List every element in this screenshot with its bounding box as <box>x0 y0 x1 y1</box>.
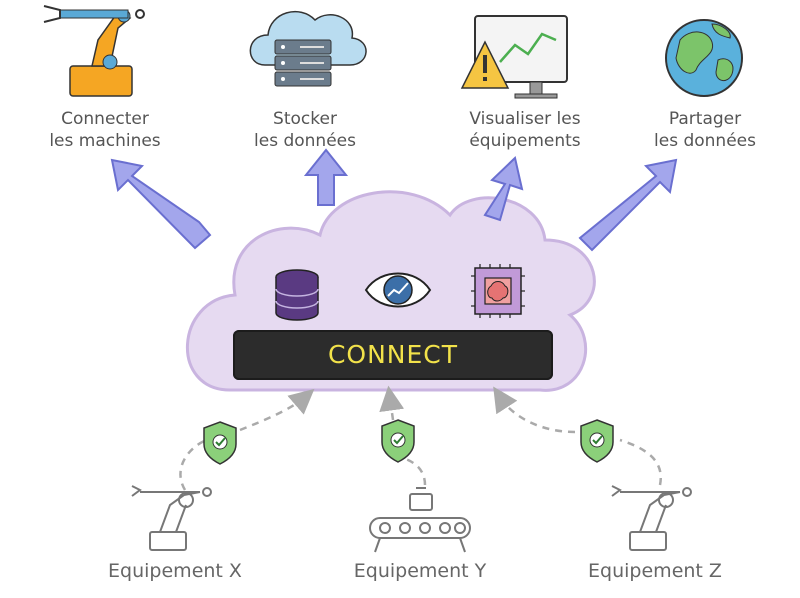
eye-chart-icon <box>364 272 432 308</box>
equipment-label-x: Equipement X <box>108 560 242 582</box>
cloud-server-icon <box>249 10 367 87</box>
node-label-line1: Partager <box>668 109 742 129</box>
node-label-line2: les machines <box>49 131 161 151</box>
node-label-partager: Partager les données <box>640 108 770 152</box>
ai-chip-icon <box>471 264 525 318</box>
arrow-stocker <box>303 148 349 206</box>
shield-check-icon-z <box>580 419 614 463</box>
arrow-visualiser <box>483 156 524 222</box>
platform-name: CONNECT <box>327 340 459 369</box>
shield-check-icon-y <box>381 419 415 463</box>
connect-platform-bar: CONNECT <box>233 330 553 380</box>
node-label-stocker: Stocker les données <box>240 108 370 152</box>
conveyor-icon <box>369 487 471 553</box>
node-label-line1: Stocker <box>273 109 337 129</box>
monitor-alert-icon <box>460 15 568 99</box>
shield-check-icon-x <box>203 421 237 465</box>
node-label-line2: les données <box>254 131 356 151</box>
node-label-line1: Visualiser les <box>469 109 581 129</box>
node-label-connecter: Connecter les machines <box>40 108 170 152</box>
connector-x <box>179 388 315 491</box>
node-label-line2: équipements <box>469 131 581 151</box>
robot-arm-outline-icon-z <box>611 485 692 551</box>
equipment-label-y: Equipement Y <box>353 560 487 582</box>
connector-z <box>493 386 663 486</box>
robot-arm-icon <box>43 5 145 97</box>
arrow-partager <box>578 158 678 252</box>
globe-icon <box>665 19 743 97</box>
database-icon <box>275 269 319 321</box>
node-label-line2: les données <box>654 131 756 151</box>
robot-arm-outline-icon-x <box>131 485 212 551</box>
arrow-connecter <box>110 158 212 250</box>
node-label-line1: Connecter <box>61 109 149 129</box>
equipment-label-z: Equipement Z <box>588 560 722 582</box>
connector-y <box>379 385 427 486</box>
node-label-visualiser: Visualiser les équipements <box>450 108 600 152</box>
